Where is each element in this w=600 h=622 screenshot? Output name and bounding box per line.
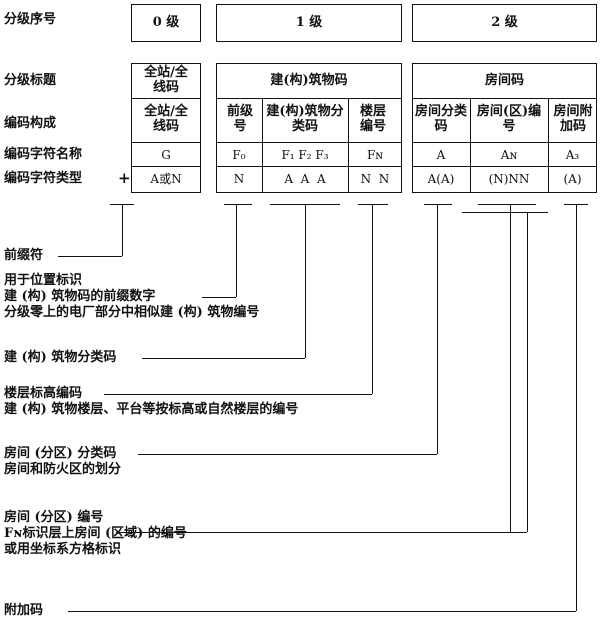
row-divider: [412, 98, 597, 99]
leader-room-add: [576, 204, 577, 611]
note-pos-1: 用于位置标识: [4, 273, 83, 288]
bracket-room-num-2: [462, 212, 548, 213]
note-floor-2: 建 (构) 筑物楼层、平台等按标高或自然楼层的编号: [4, 402, 299, 417]
bracket-room-num: [478, 204, 536, 205]
leader-room-num-b: [527, 212, 528, 532]
site-code-box: [131, 63, 201, 193]
note-room-num-3: 或用坐标系方格标识: [4, 542, 122, 557]
struct-prefix: 前级号: [226, 104, 253, 134]
leader-prefix: [236, 204, 237, 297]
name-a3: A₃: [565, 148, 580, 162]
plus-sign: +: [118, 169, 131, 187]
type-site: A或N: [150, 172, 182, 186]
type-prefix: N: [233, 172, 245, 186]
col-divider: [262, 98, 263, 193]
leader-room-num: [510, 204, 511, 532]
note-room-class-1: 房间 (分区) 分类码: [4, 446, 117, 461]
leader-plus: [122, 204, 123, 256]
struct-bldg-class: 建(构)筑物分类码: [266, 104, 344, 134]
leader-h-room-class: [138, 454, 437, 455]
struct-floor: 楼层编号: [359, 104, 386, 134]
note-pos-3: 分级零上的电厂部分中相似建 (构) 筑物编号: [4, 305, 260, 320]
col-divider: [470, 98, 471, 193]
bracket-prefix: [224, 204, 252, 205]
type-floor: N N: [360, 172, 390, 186]
level-1-box: [216, 4, 402, 42]
struct-room-class: 房间分类码: [415, 104, 468, 134]
row-divider: [216, 98, 402, 99]
type-room-class: A(A): [427, 172, 455, 186]
building-code-box: [216, 63, 402, 193]
level-2-box: [412, 4, 597, 42]
name-fn: Fɴ: [366, 148, 384, 162]
note-add: 附加码: [4, 603, 44, 618]
leader-h-prefix: [202, 297, 236, 298]
note-floor-1: 楼层标高编码: [4, 386, 83, 401]
leader-h-floor: [104, 394, 372, 395]
note-room-num-2: Fɴ标识层上房间 (区域) 的编号: [4, 526, 187, 541]
level-1-label: 1 级: [295, 15, 323, 30]
level-2-label: 2 级: [491, 15, 518, 30]
leader-bldg: [305, 204, 306, 358]
note-prefix-symbol: 前缀符: [4, 248, 44, 263]
bracket-floor: [358, 204, 388, 205]
bracket-room-class: [424, 204, 452, 205]
name-f123: F₁ F₂ F₃: [281, 148, 329, 162]
label-char-name: 编码字符名称: [4, 147, 83, 162]
leader-h-add: [68, 611, 576, 612]
label-code-structure: 编码构成: [4, 116, 57, 131]
row-divider: [412, 142, 597, 143]
title-site: 全站/全线码: [144, 65, 188, 95]
row-divider: [131, 142, 201, 143]
title-building: 建(构)筑物码: [270, 73, 348, 88]
note-pos-2: 建 (构) 筑物码的前缀数字: [4, 289, 156, 304]
col-divider: [348, 98, 349, 193]
type-bldg: A A A: [284, 172, 326, 186]
name-an: Aɴ: [500, 148, 518, 162]
label-level-title: 分级标题: [4, 73, 57, 88]
note-room-class-2: 房间和防火区的划分: [4, 462, 122, 477]
struct-site: 全站/全线码: [144, 104, 188, 134]
leader-h-plus: [58, 256, 122, 257]
name-a: A: [436, 148, 446, 162]
leader-room-class: [437, 204, 438, 454]
struct-room-num: 房间(区)编号: [476, 104, 542, 134]
struct-room-add: 房间附加码: [553, 104, 593, 134]
leader-h-room-num: [116, 532, 527, 533]
col-divider: [548, 98, 549, 193]
leader-floor: [372, 204, 373, 394]
row-divider: [216, 166, 402, 167]
label-level-seq: 分级序号: [4, 12, 57, 27]
row-divider: [131, 166, 201, 167]
room-code-box: [412, 63, 597, 193]
row-divider: [131, 98, 201, 99]
note-room-num-1: 房间 (分区) 编号: [4, 510, 104, 525]
title-room: 房间码: [484, 73, 524, 88]
level-0-label: 0 级: [152, 15, 180, 30]
name-g: G: [161, 148, 171, 162]
level-0-box: [131, 4, 201, 42]
row-divider: [216, 142, 402, 143]
note-bldg-class: 建 (构) 筑物分类码: [4, 350, 117, 365]
leader-h-bldg: [142, 358, 305, 359]
row-divider: [412, 166, 597, 167]
label-char-type: 编码字符类型: [4, 171, 83, 186]
type-room-num: (N)NN: [488, 172, 530, 186]
type-room-add: (A): [563, 172, 582, 186]
name-f0: F₀: [232, 148, 246, 162]
